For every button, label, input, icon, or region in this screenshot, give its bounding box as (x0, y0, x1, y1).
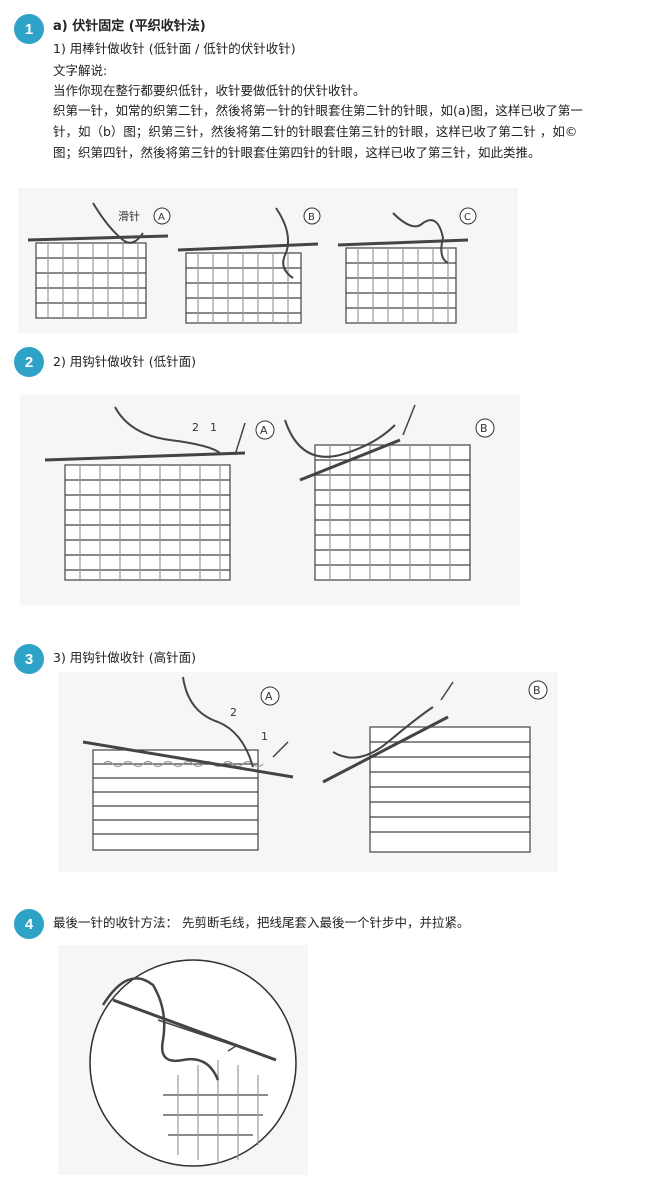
figure-1a-swatch (27, 202, 169, 319)
section-1-paragraph-4: 针，如（b）图；织第三针，然後将第二针的针眼套住第三针的针眼，这样已收了第二针 … (53, 124, 578, 139)
section-1-paragraph-2: 当作你现在整行都要织低针，收针要做低针的伏针收针。 (53, 83, 366, 98)
section-3-title: 3) 用钩针做收针 (高针面) (53, 650, 197, 665)
step-badge-3: 3 (14, 644, 44, 674)
section-4-title: 最後一针的收针方法： 先剪断毛线，把线尾套入最後一个针步中，并拉紧。 (53, 915, 470, 930)
figure-2b-swatch (284, 404, 471, 581)
figure-2a-swatch (44, 406, 246, 581)
figure-3b-label: B (533, 684, 541, 697)
figure-3b-swatch (322, 681, 531, 853)
figure-3-crochet-hook-purl: 2 1 A B (58, 672, 558, 872)
figure-2a-step-2: 2 (192, 421, 199, 434)
section-1-title: a) 伏针固定 (平织收针法) (53, 19, 206, 34)
figure-2a-label: A (260, 424, 268, 437)
step-badge-2: 2 (14, 347, 44, 377)
figure-3a-step-1: 1 (261, 730, 268, 743)
figure-1c-label: C (464, 212, 471, 223)
figure-1b-label: B (308, 212, 315, 223)
section-1-subtitle: 1) 用棒针做收针 (低针面 / 低针的伏针收针) (53, 41, 296, 56)
figure-1b-swatch (177, 207, 319, 324)
figure-1-knitting-needles: 滑针 A B C (18, 188, 518, 333)
figure-3a-label: A (265, 690, 273, 703)
figure-2a-step-1: 1 (210, 421, 217, 434)
figure-4-swatch (101, 977, 277, 1163)
figure-2b-label: B (480, 422, 488, 435)
figure-4-final-stitch (58, 945, 308, 1175)
step-badge-1: 1 (14, 14, 44, 44)
step-badge-4: 4 (14, 909, 44, 939)
section-1-paragraph-1: 文字解说: (53, 63, 108, 78)
figure-1a-slip-label: 滑针 (118, 209, 140, 223)
figure-1c-swatch (337, 212, 469, 324)
figure-2-crochet-hook: 2 1 A B (20, 395, 520, 605)
figure-3a-step-2: 2 (230, 706, 237, 719)
section-2-title: 2) 用钩针做收针 (低针面) (53, 354, 197, 369)
section-1-paragraph-5: 图；织第四针，然後将第三针的针眼套住第四针的针眼，这样已收了第三针，如此类推。 (53, 145, 541, 160)
figure-1a-label: A (158, 212, 165, 223)
section-1-paragraph-3: 织第一针，如常的织第二针，然後将第一针的针眼套住第二针的针眼，如(a)图，这样已… (53, 103, 583, 118)
figure-3a-swatch (82, 676, 294, 851)
